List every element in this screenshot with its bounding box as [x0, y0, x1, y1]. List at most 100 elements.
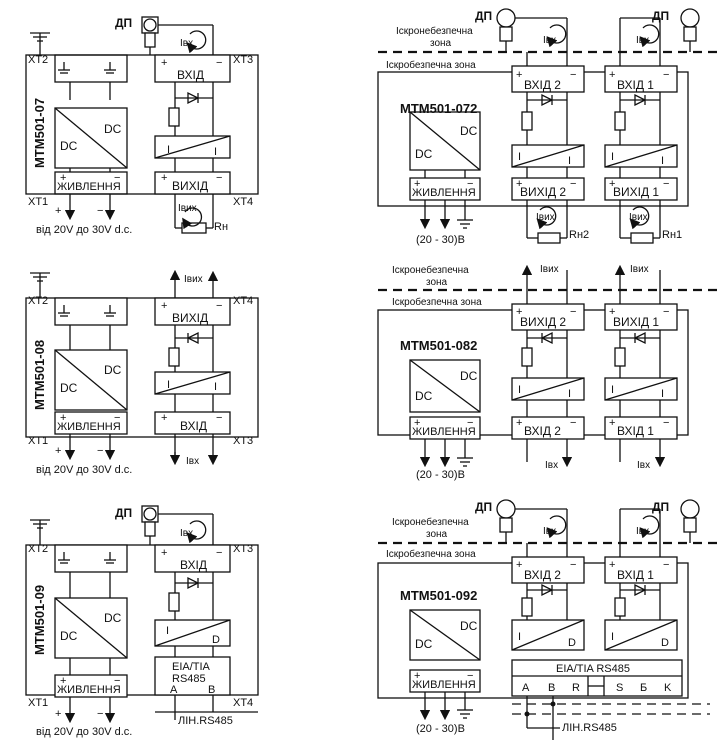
vkhid2-label: ВХІД 2	[524, 568, 561, 582]
zhyvlennia-label: ЖИВЛЕННЯ	[57, 421, 121, 433]
ivyx-label: Iвих	[629, 212, 648, 223]
minus-sign: −	[570, 178, 576, 190]
safe-zone-label: Іскробезпечна зона	[392, 296, 482, 308]
rn2-label: Rн2	[569, 229, 589, 241]
supply-range: від 20V до 30V d.c.	[36, 464, 132, 476]
vkhid1-label: ВХІД 1	[617, 568, 654, 582]
dp-label: ДП	[475, 500, 492, 514]
ground-icon	[30, 519, 50, 545]
dc-label: DC	[415, 637, 433, 651]
vkhid2-label: ВХІД 2	[524, 78, 561, 92]
dp-label: ДП	[115, 16, 132, 30]
ground-icon	[30, 272, 50, 298]
minus-sign: −	[663, 178, 669, 190]
i-label: I	[166, 625, 169, 637]
ivyx-label: Iвих	[536, 212, 555, 223]
plus-sign: +	[60, 412, 66, 424]
plus-sign: +	[414, 178, 420, 190]
minus-sign: −	[570, 559, 576, 571]
d-label: D	[212, 634, 220, 646]
minus-sign: −	[467, 178, 473, 190]
plus-sign: +	[55, 708, 61, 720]
k-label: K	[664, 682, 672, 694]
hazard-zone-label: Іскронебезпечна	[392, 516, 469, 528]
xt1-label: XT1	[28, 697, 48, 709]
minus-sign: −	[570, 306, 576, 318]
i-label: I	[518, 631, 521, 643]
dp-label: ДП	[475, 9, 492, 23]
supply-range: (20 - 30)В	[416, 234, 465, 246]
i-label: I	[568, 155, 571, 167]
b-label: B	[548, 682, 555, 694]
xt3-label: XT3	[233, 435, 253, 447]
vykhid1-label: ВИХІД 1	[613, 185, 659, 199]
minus-sign: −	[663, 69, 669, 81]
plus-sign: +	[516, 69, 522, 81]
dc-label: DC	[415, 389, 433, 403]
rs485-label: RS485	[172, 673, 206, 685]
minus-sign: −	[216, 547, 222, 559]
plus-sign: +	[516, 178, 522, 190]
r-label: R	[572, 682, 580, 694]
diagram-mtm501-082	[377, 264, 722, 468]
ivyx-label: Iвих	[540, 264, 559, 275]
minus-sign: −	[114, 412, 120, 424]
dc-label: DC	[60, 139, 78, 153]
i-label: I	[611, 631, 614, 643]
xt4-label: XT4	[233, 196, 253, 208]
diagram-mtm501-07	[25, 16, 259, 234]
d-label: D	[661, 637, 669, 649]
b-label: B	[208, 684, 215, 696]
i-label: I	[167, 144, 170, 156]
ivx-label: Iвх	[637, 460, 650, 471]
ivx-label: Iвх	[180, 38, 193, 49]
minus-sign: −	[663, 559, 669, 571]
d-label: D	[568, 637, 576, 649]
plus-sign: +	[161, 547, 167, 559]
sensor-icon	[496, 8, 568, 66]
minus-sign: −	[216, 57, 222, 69]
dc-label: DC	[460, 619, 478, 633]
i-label: I	[661, 155, 664, 167]
model-title: МТМ501-072	[400, 101, 477, 116]
plus-sign: +	[55, 445, 61, 457]
minus-sign: −	[114, 675, 120, 687]
ivx-label: Iвх	[545, 460, 558, 471]
hazard-zone-label: Іскронебезпечна	[396, 25, 473, 37]
zhyvlennia-label: ЖИВЛЕННЯ	[57, 684, 121, 696]
hazard-zone-label-2: зона	[430, 38, 452, 49]
vkhid1-label: ВХІД 1	[617, 78, 654, 92]
diagram-mtm501-09	[25, 505, 259, 724]
ivx-label: Iвх	[636, 35, 649, 46]
plus-sign: +	[609, 306, 615, 318]
plus-sign: +	[161, 300, 167, 312]
plus-sign: +	[516, 559, 522, 571]
sensor-icon	[496, 499, 568, 557]
plus-sign: +	[161, 57, 167, 69]
minus-sign: −	[570, 417, 576, 429]
plus-sign: +	[609, 417, 615, 429]
plus-sign: +	[414, 670, 420, 682]
eia-label: EIA/TIA	[172, 661, 211, 673]
ivx-label: Iвх	[180, 528, 193, 539]
ivx-label: Iвх	[636, 526, 649, 537]
zhyvlennia-label: ЖИВЛЕННЯ	[412, 187, 476, 199]
plus-sign: +	[516, 306, 522, 318]
xt3-label: XT3	[233, 543, 253, 555]
model-title: МТМ501-092	[400, 588, 477, 603]
ivyx-label: Iвих	[178, 203, 197, 214]
bb-label: Б	[640, 682, 647, 694]
ivyx-label: Iвих	[184, 274, 203, 285]
minus-sign: −	[114, 172, 120, 184]
minus-sign: −	[97, 708, 103, 720]
hazard-zone-label: Іскронебезпечна	[392, 264, 469, 276]
a-label: A	[522, 682, 530, 694]
zhyvlennia-label: ЖИВЛЕННЯ	[412, 426, 476, 438]
dc-label: DC	[460, 369, 478, 383]
ivx-label: Iвх	[543, 35, 556, 46]
xt3-label: XT3	[233, 54, 253, 66]
xt4-label: XT4	[233, 697, 253, 709]
minus-sign: −	[97, 445, 103, 457]
s-label: S	[616, 682, 623, 694]
xt1-label: XT1	[28, 196, 48, 208]
